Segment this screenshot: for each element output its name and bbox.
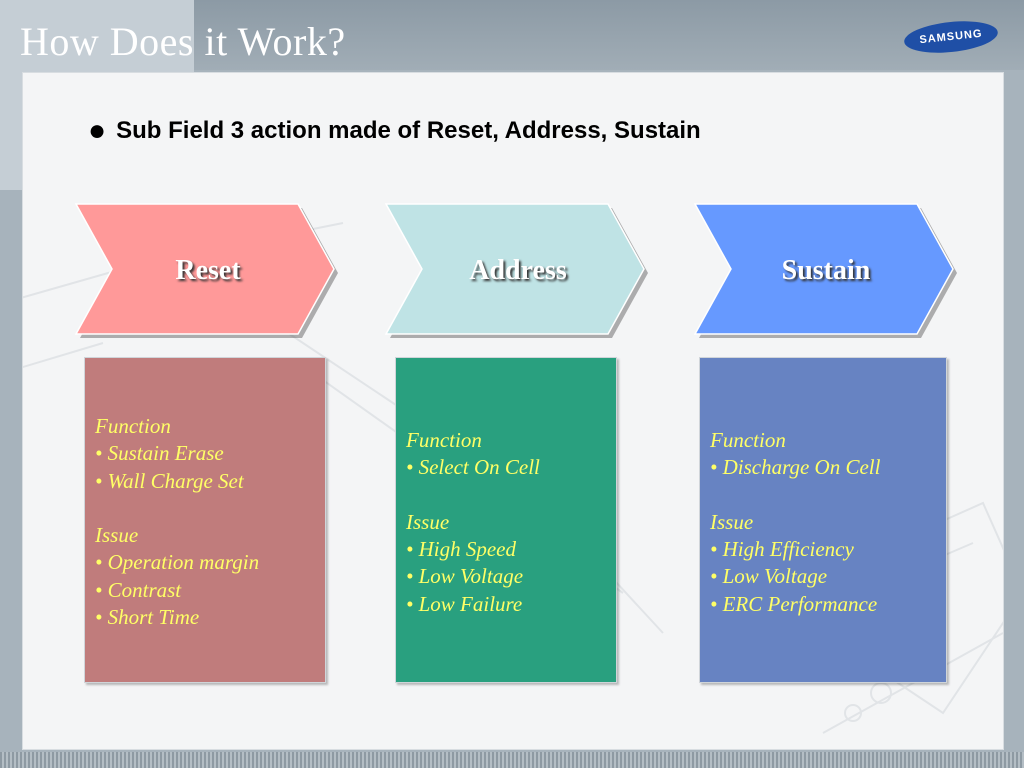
chevron-reset — [74, 203, 338, 338]
chevron-shape — [693, 203, 954, 335]
chevron-shape — [384, 203, 645, 335]
function-heading: Function — [710, 428, 786, 452]
function-item: • Select On Cell — [406, 455, 540, 480]
issue-item: • ERC Performance — [710, 591, 878, 616]
reset-details-box: Function • Sustain Erase • Wall Charge S… — [84, 357, 326, 683]
function-item: • Sustain Erase — [95, 441, 224, 466]
issue-item: • Operation margin — [95, 550, 260, 575]
address-details-box: Function • Select On Cell Issue • High S… — [395, 357, 617, 683]
bullet-text: Sub Field 3 action made of Reset, Addres… — [116, 117, 701, 144]
function-item: • Wall Charge Set — [95, 468, 244, 493]
chevron-sustain — [693, 203, 957, 338]
function-heading: Function — [406, 428, 482, 452]
bullet-dot: ● — [88, 114, 107, 147]
bottom-stripe-bar — [0, 752, 1024, 768]
stage-label-address: Address — [469, 255, 567, 286]
chevron-shape — [74, 203, 335, 335]
logo-text: SAMSUNG — [918, 27, 984, 47]
issue-item: • Short Time — [95, 605, 200, 630]
slide-title: How Does it Work? — [20, 19, 346, 64]
function-item: • Discharge On Cell — [710, 455, 881, 480]
stage-label-reset: Reset — [175, 255, 241, 286]
issue-heading: Issue — [95, 523, 139, 548]
chevron-address — [384, 203, 648, 338]
stage-label-sustain: Sustain — [781, 255, 871, 286]
function-heading: Function — [95, 414, 171, 438]
issue-item: • Low Failure — [406, 591, 523, 616]
issue-item: • Contrast — [95, 577, 182, 602]
sustain-details-box: Function • Discharge On Cell Issue • Hig… — [699, 357, 947, 683]
issue-item: • Low Voltage — [406, 564, 524, 589]
issue-item: • Low Voltage — [710, 564, 828, 589]
issue-heading: Issue — [406, 509, 450, 534]
bullet-point: ● Sub Field 3 action made of Reset, Addr… — [88, 116, 701, 146]
issue-item: • High Speed — [406, 537, 516, 562]
issue-item: • High Efficiency — [710, 537, 854, 562]
issue-heading: Issue — [710, 509, 754, 534]
